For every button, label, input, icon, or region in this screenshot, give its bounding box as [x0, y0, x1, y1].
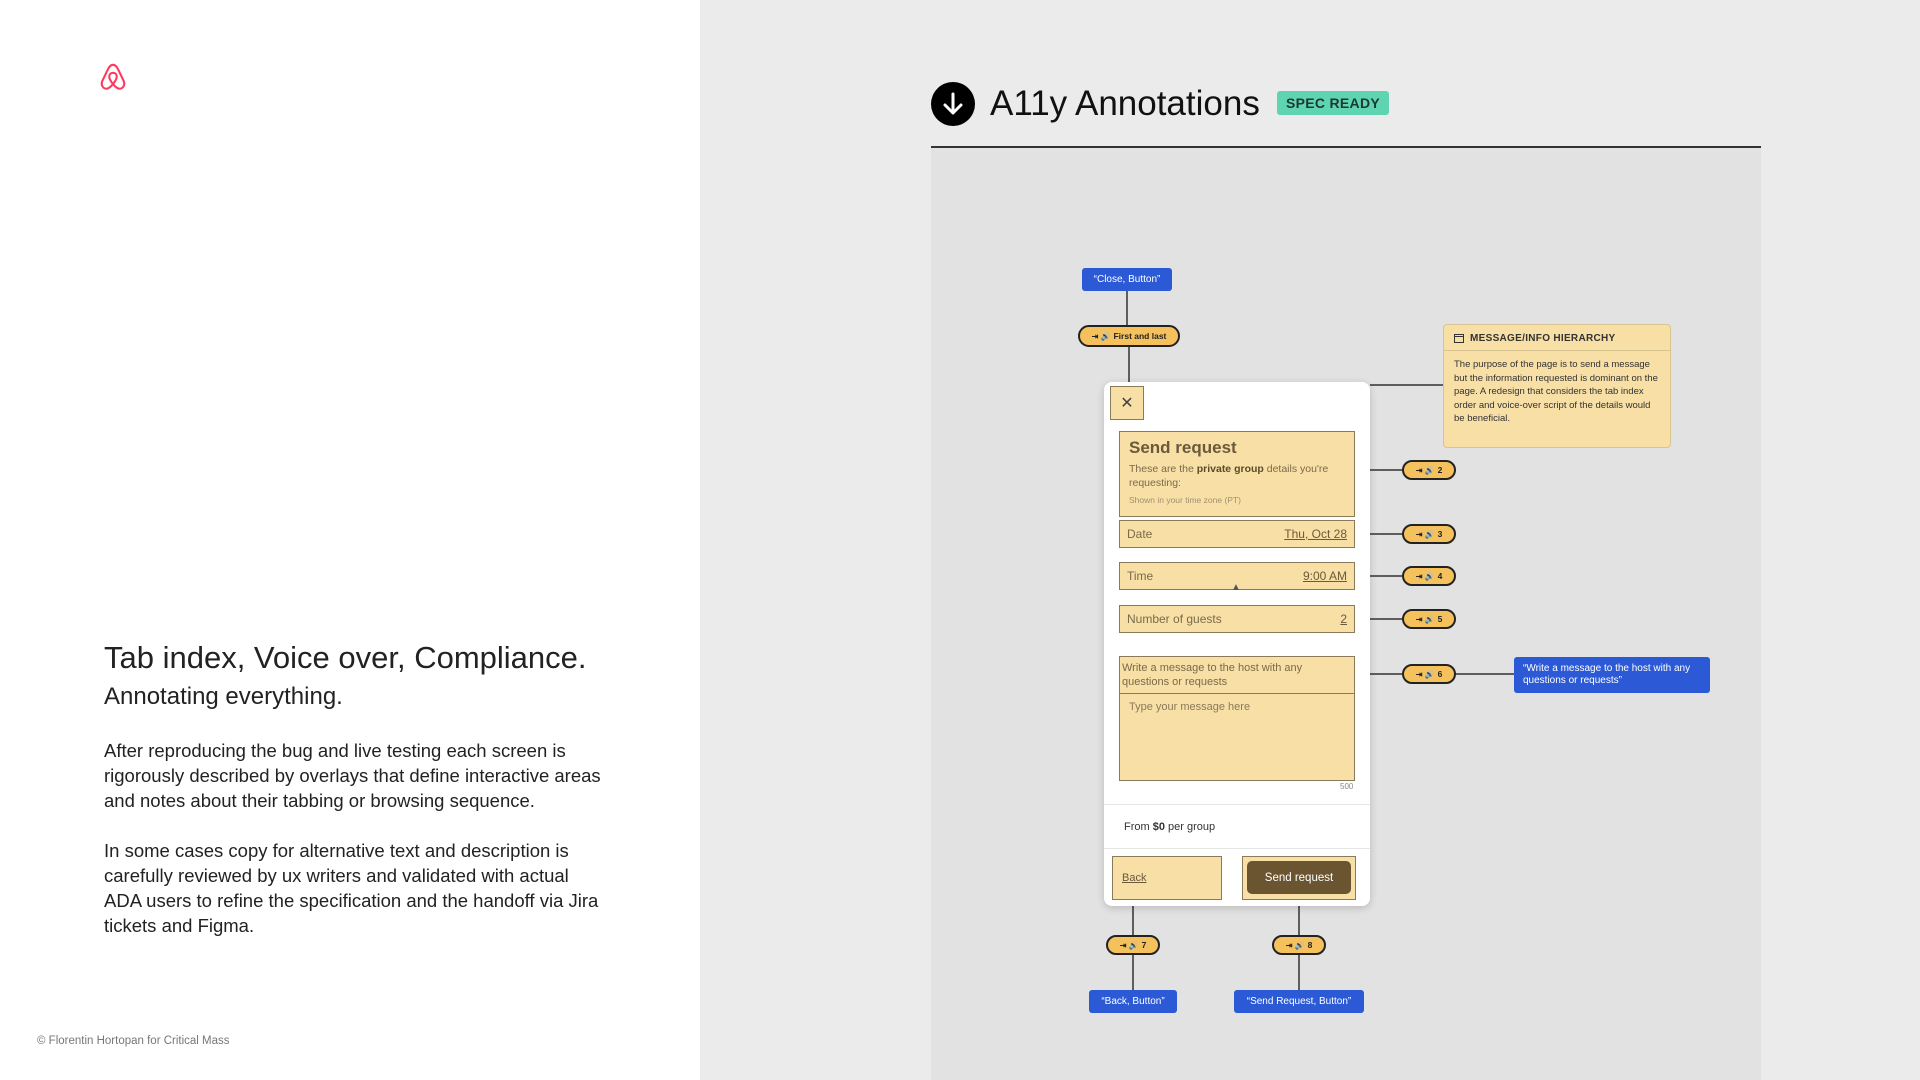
close-button-label: “Close, Button”: [1082, 268, 1172, 291]
price-text: From $0 per group: [1124, 821, 1216, 833]
close-icon: ✕: [1120, 395, 1134, 412]
tab-voiceover-icon: ⇥ 🔊: [1285, 940, 1305, 950]
date-label: Date: [1127, 527, 1153, 541]
time-field[interactable]: Time 9:00 AM: [1119, 562, 1355, 590]
send-request-button-label: “Send Request, Button”: [1234, 990, 1364, 1013]
tab-voiceover-icon: ⇥ 🔊: [1415, 465, 1435, 475]
tab-order-pill-7: ⇥ 🔊 7: [1106, 935, 1160, 955]
guests-field[interactable]: Number of guests 2: [1119, 605, 1355, 633]
divider: [1104, 848, 1370, 849]
description-paragraph-1: After reproducing the bug and live testi…: [104, 740, 601, 811]
guests-value: 2: [1340, 612, 1347, 626]
close-button[interactable]: ✕: [1110, 386, 1144, 420]
request-title: Send request: [1129, 438, 1237, 457]
note-body: The purpose of the page is to send a mes…: [1454, 359, 1658, 425]
header-divider: [931, 146, 1761, 148]
section-title: A11y Annotations: [990, 84, 1260, 123]
airbnb-logo-icon: [100, 63, 126, 90]
tab-order-pill-5: ⇥ 🔊 5: [1402, 609, 1456, 629]
note-title: MESSAGE/INFO HIERARCHY: [1470, 333, 1616, 344]
back-button[interactable]: Back: [1112, 856, 1222, 900]
tab-voiceover-icon: ⇥ 🔊: [1415, 614, 1435, 624]
tab-voiceover-icon: ⇥ 🔊: [1415, 529, 1435, 539]
time-value: 9:00 AM: [1302, 569, 1347, 583]
date-field[interactable]: Date Thu, Oct 28: [1119, 520, 1355, 548]
request-description: These are the private group details you'…: [1129, 463, 1329, 489]
message-field-label: “Write a message to the host with any qu…: [1514, 657, 1710, 693]
status-badge: SPEC READY: [1277, 91, 1390, 115]
info-hierarchy-note: MESSAGE/INFO HIERARCHY The purpose of th…: [1443, 324, 1671, 448]
copyright-credit: © Florentin Hortopan for Critical Mass: [37, 1035, 230, 1047]
arrow-down-circle-icon: [931, 82, 975, 126]
send-request-button[interactable]: Send request: [1247, 861, 1351, 894]
tab-order-pill-6: ⇥ 🔊 6: [1402, 664, 1456, 684]
send-request-button-area: Send request: [1242, 856, 1356, 900]
guests-label: Number of guests: [1127, 612, 1222, 626]
tab-order-pill-3: ⇥ 🔊 3: [1402, 524, 1456, 544]
cursor-icon: ▲: [1231, 582, 1241, 593]
page-subheading: Annotating everything.: [104, 683, 343, 710]
divider: [1104, 804, 1370, 805]
request-summary: Send request These are the private group…: [1119, 431, 1355, 517]
date-value: Thu, Oct 28: [1284, 527, 1347, 541]
timezone-note: Shown in your time zone (PT): [1129, 495, 1241, 505]
left-panel: Tab index, Voice over, Compliance. Annot…: [0, 0, 700, 1080]
message-label: Write a message to the host with any que…: [1120, 657, 1354, 694]
send-request-modal: ✕ Send request These are the private gro…: [1104, 382, 1370, 906]
page-heading: Tab index, Voice over, Compliance.: [104, 640, 587, 675]
tab-voiceover-icon: ⇥ 🔊: [1119, 940, 1139, 950]
time-label: Time: [1127, 569, 1154, 583]
tab-order-pill-2: ⇥ 🔊 2: [1402, 460, 1456, 480]
description-paragraph-2: In some cases copy for alternative text …: [104, 840, 599, 936]
tab-order-pill-8: ⇥ 🔊 8: [1272, 935, 1326, 955]
message-field[interactable]: Write a message to the host with any que…: [1119, 656, 1355, 781]
tab-voiceover-icon: ⇥ 🔊: [1091, 331, 1111, 341]
tab-order-first-last-pill: ⇥ 🔊 First and last: [1078, 325, 1180, 347]
tab-voiceover-icon: ⇥ 🔊: [1415, 669, 1435, 679]
message-input[interactable]: Type your message here: [1129, 701, 1251, 713]
tab-order-pill-4: ⇥ 🔊 4: [1402, 566, 1456, 586]
character-limit: 500: [1340, 782, 1354, 791]
tab-voiceover-icon: ⇥ 🔊: [1415, 571, 1435, 581]
back-button-label: “Back, Button”: [1089, 990, 1177, 1013]
note-icon: [1454, 334, 1464, 343]
